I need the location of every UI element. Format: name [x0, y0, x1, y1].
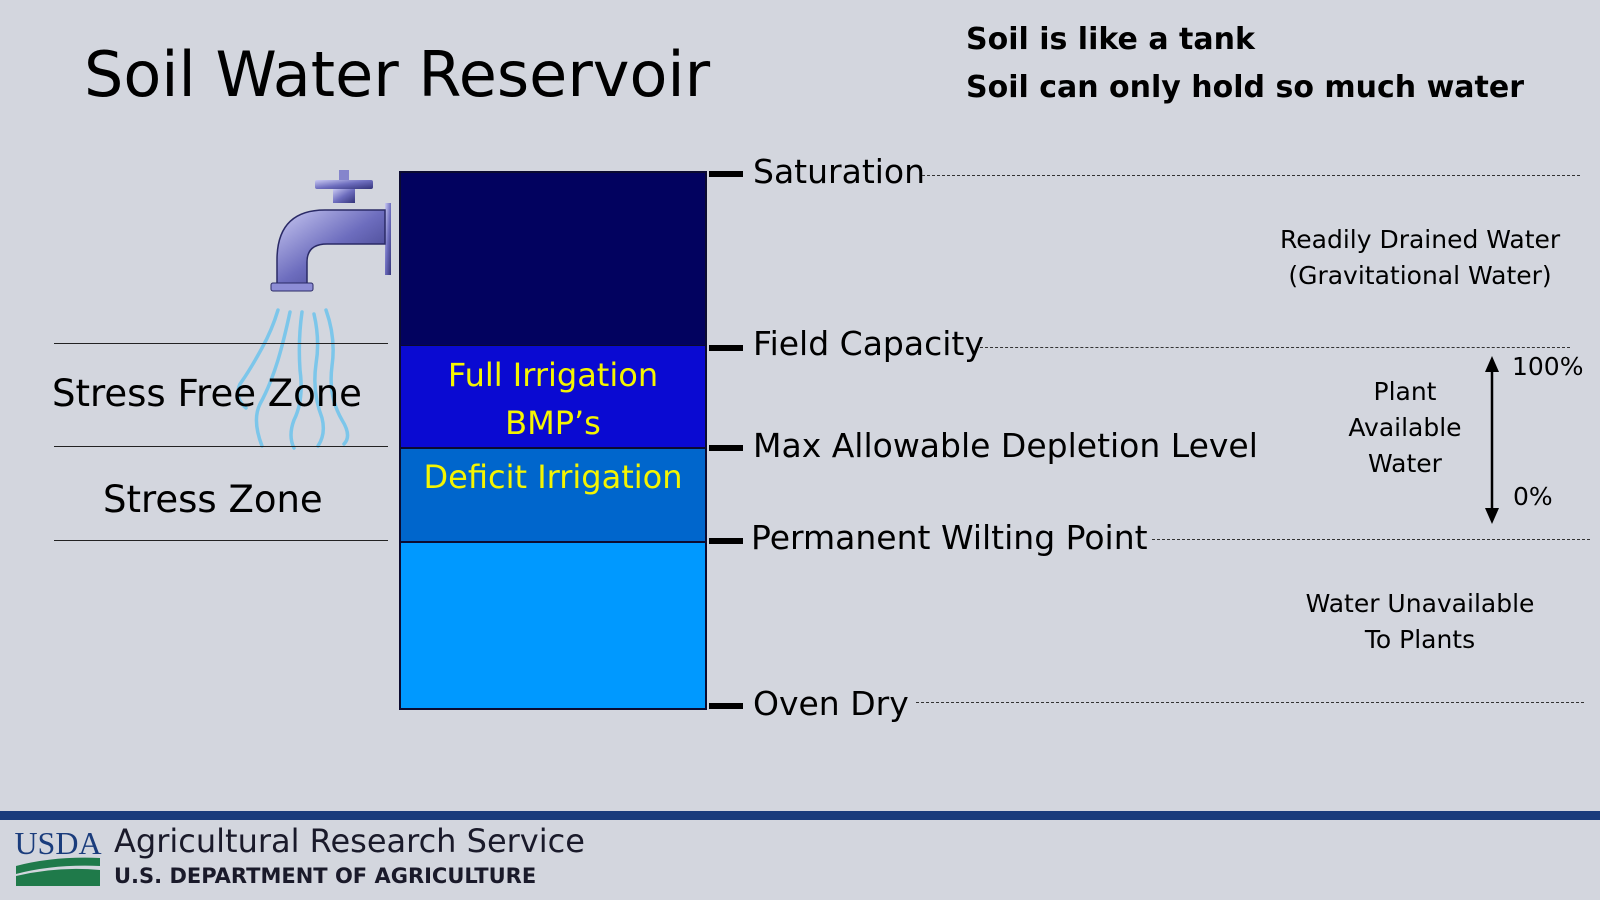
saturation-tick [709, 171, 743, 177]
deficit-irrigation-label: Deficit Irrigation [423, 458, 683, 496]
faucet-icon [270, 170, 391, 292]
pct-top-label: 100% [1512, 352, 1584, 381]
tagline-tank: Soil is like a tank [966, 22, 1255, 57]
footer-bar [0, 811, 1600, 820]
water-unavailable-annotation: Water Unavailable To Plants [1280, 586, 1560, 658]
tank-gravitational-segment [399, 171, 707, 345]
paw-line-2: Available [1348, 413, 1462, 442]
usda-logo-icon: USDA [14, 826, 102, 886]
tagline-capacity: Soil can only hold so much water [966, 70, 1525, 105]
unavailable-line-1: Water Unavailable [1305, 589, 1535, 618]
organization-name: Agricultural Research Service [114, 822, 585, 860]
paw-line-1: Plant [1373, 377, 1437, 406]
field-capacity-tick [709, 345, 743, 351]
oven-dry-dashed-line [916, 702, 1584, 703]
full-irrigation-text: Full Irrigation BMP’s [447, 356, 659, 442]
readily-drained-line-1: Readily Drained Water [1280, 225, 1561, 254]
zone-divider-middle [54, 446, 388, 447]
oven-dry-label: Oven Dry [753, 684, 909, 723]
saturation-label: Saturation [753, 152, 926, 191]
pwp-dashed-line [1152, 539, 1590, 540]
page-title: Soil Water Reservoir [84, 38, 711, 111]
readily-drained-annotation: Readily Drained Water (Gravitational Wat… [1280, 222, 1560, 294]
tank-unavailable-segment [399, 541, 707, 710]
field-capacity-dashed-line [980, 347, 1570, 348]
field-capacity-label: Field Capacity [753, 324, 984, 363]
zone-divider-bottom [54, 540, 388, 541]
usda-logo-text: USDA [14, 826, 101, 861]
saturation-dashed-line [922, 175, 1580, 176]
mad-label: Max Allowable Depletion Level [753, 426, 1258, 465]
mad-tick [709, 445, 743, 451]
plant-available-water-annotation: Plant Available Water [1330, 374, 1480, 482]
unavailable-line-2: To Plants [1364, 625, 1476, 654]
tank-deficit-irrigation-segment [399, 447, 707, 541]
water-stream-icon [236, 308, 350, 450]
paw-line-3: Water [1368, 449, 1442, 478]
full-irrigation-label: Full Irrigation BMP’s [399, 351, 707, 447]
oven-dry-tick [709, 703, 743, 709]
tank-full-irrigation-segment [399, 345, 707, 447]
stress-free-zone-label: Stress Free Zone [52, 372, 362, 415]
department-name: U.S. DEPARTMENT OF AGRICULTURE [114, 864, 537, 888]
zone-divider-top [54, 343, 388, 344]
readily-drained-line-2: (Gravitational Water) [1288, 261, 1552, 290]
pwp-tick [709, 538, 743, 544]
pct-bottom-label: 0% [1513, 482, 1553, 511]
double-arrow-icon [1485, 356, 1499, 524]
pwp-label: Permanent Wilting Point [751, 518, 1148, 557]
stress-zone-label: Stress Zone [103, 478, 323, 521]
